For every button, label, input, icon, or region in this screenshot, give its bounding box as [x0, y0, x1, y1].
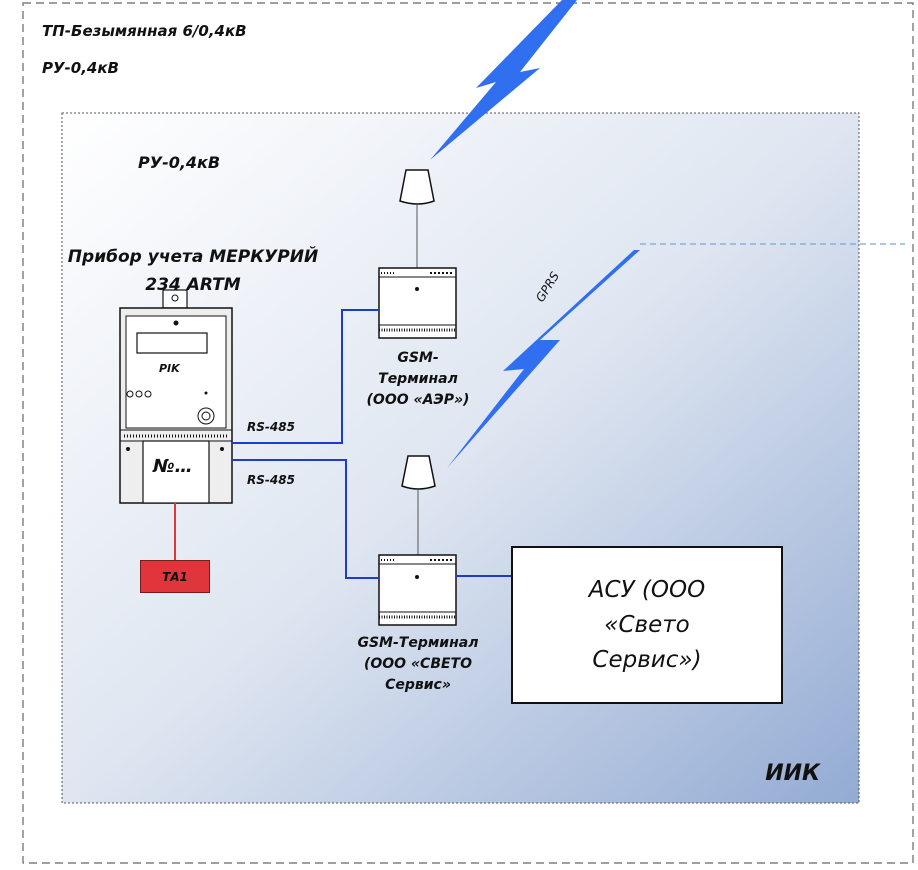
ta1-box: ТА1 — [140, 560, 210, 593]
outer-subtitle: РУ-0,4кВ — [42, 59, 119, 77]
rs485-top-label: RS-485 — [247, 420, 295, 434]
gsm-terminal-bottom-icon — [378, 554, 457, 626]
meter-serial: №… — [153, 456, 193, 477]
rs485-bottom-label: RS-485 — [247, 473, 295, 487]
meter-title: Прибор учета МЕРКУРИЙ 234 ARTM — [67, 247, 319, 295]
outer-dashed-frame — [22, 2, 914, 864]
asu-box: АСУ (ООО «Свето Сервис») — [511, 546, 783, 704]
rs485-wire-bottom — [232, 459, 379, 579]
rs485-wire-top — [232, 309, 379, 444]
terminal-bottom-label: GSM-Терминал (ООО «СВЕТО Сервис» — [357, 635, 479, 693]
gsm-terminal-top-icon — [378, 267, 457, 339]
lightning-top — [430, 0, 577, 160]
iik-label: ИИК — [765, 761, 820, 786]
inner-title: РУ-0,4кВ — [138, 153, 221, 172]
antenna-top-icon — [399, 169, 435, 268]
antenna-bottom-icon — [401, 455, 436, 555]
meter-icon — [119, 289, 233, 504]
asu-label: АСУ (ООО «Свето Сервис») — [588, 576, 706, 673]
terminal-top-label: GSM-Терминал (ООО «АЭР») — [366, 350, 470, 408]
meter-brand: PIK — [159, 362, 180, 375]
ta1-label: ТА1 — [162, 569, 188, 584]
outer-title: ТП-Безымянная 6/0,4кВ — [42, 22, 247, 40]
